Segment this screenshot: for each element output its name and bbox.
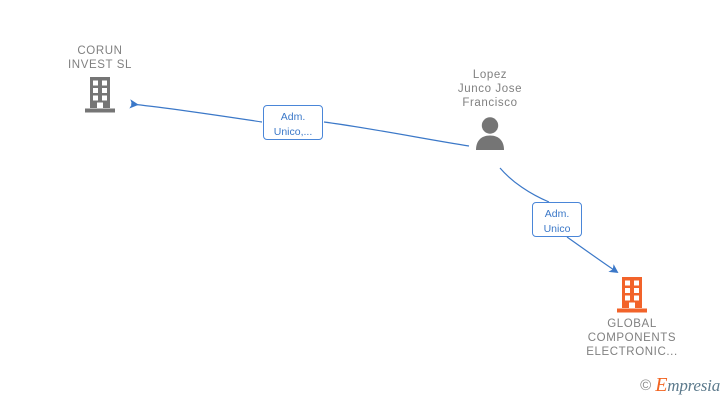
node-label-person: Lopez Junco Jose Francisco (457, 69, 523, 109)
node-global-components-electronic[interactable]: GLOBAL COMPONENTS ELECTRONIC... (576, 276, 688, 359)
edge-person-to-corun-right (323, 121, 470, 147)
node-corun-invest-sl[interactable]: CORUN INVEST SL (44, 44, 156, 114)
edge-person-to-global-top (499, 167, 550, 203)
edge-label-adm-unico-corun[interactable]: Adm. Unico,... (263, 105, 323, 140)
brand-rest: mpresia (667, 376, 720, 395)
brand-initial: E (655, 374, 668, 396)
edge-person-to-corun-left (129, 99, 263, 123)
building-icon (614, 276, 650, 314)
node-label-global: GLOBAL COMPONENTS ELECTRONIC... (586, 318, 678, 358)
copyright-icon: © (640, 377, 652, 394)
node-label-corun: CORUN INVEST SL (68, 45, 132, 71)
node-lopez-junco-jose-francisco[interactable]: Lopez Junco Jose Francisco (432, 68, 548, 152)
brand-logo-text: Empresia (655, 374, 720, 396)
edge-label-adm-unico-global[interactable]: Adm. Unico (532, 202, 582, 237)
empresia-watermark: © Empresia (640, 374, 720, 396)
building-icon (82, 76, 118, 114)
edge-person-to-global-bottom (566, 236, 619, 273)
person-icon (473, 116, 507, 152)
